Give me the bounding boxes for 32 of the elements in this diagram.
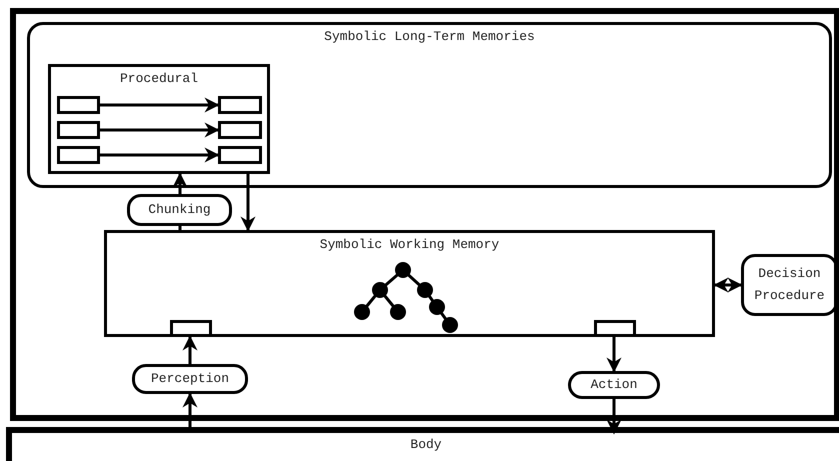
memory-box (48, 64, 270, 174)
slot-box (57, 146, 100, 164)
arrow (240, 174, 256, 232)
slot-box (218, 96, 262, 114)
process-pill (132, 364, 248, 394)
arrow (606, 399, 622, 434)
slot-box (57, 121, 100, 139)
node-label: Procedural (120, 71, 198, 87)
arrow (182, 336, 198, 364)
slot-box (218, 121, 262, 139)
arrow (714, 278, 742, 292)
slot-box (170, 320, 212, 337)
memory-panel (27, 22, 832, 188)
node-label: Decision Procedure (753, 265, 826, 305)
process-pill (568, 371, 660, 399)
node-label: Symbolic Working Memory (320, 237, 500, 253)
node-label: Action (590, 376, 638, 394)
node-label: Symbolic Long-Term Memories (324, 29, 535, 45)
slot-box (594, 320, 636, 337)
slot-box (218, 146, 262, 164)
process-pill (127, 194, 232, 226)
arrow (100, 98, 220, 112)
node-label: Chunking (147, 201, 212, 219)
node-label: Body (410, 437, 442, 453)
node-label: Perception (150, 370, 230, 388)
memory-box (104, 230, 715, 337)
arrow (606, 337, 622, 372)
arrow (172, 172, 188, 194)
slot-box (57, 96, 100, 114)
arrow (100, 122, 220, 138)
arrow (100, 148, 220, 162)
frame-box (10, 8, 839, 421)
